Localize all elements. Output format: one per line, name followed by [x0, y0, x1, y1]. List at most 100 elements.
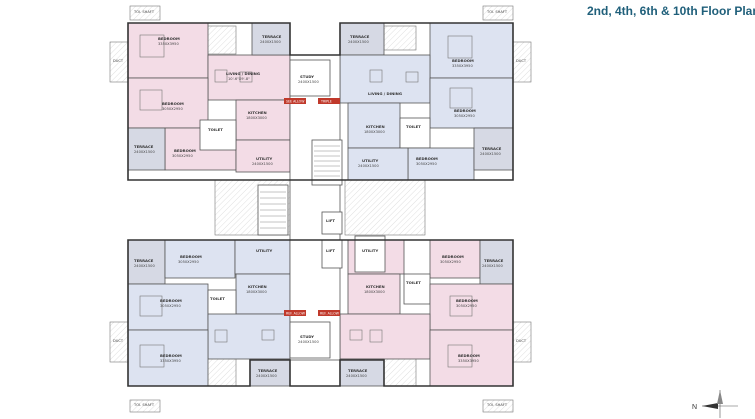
svg-text:TOI. SHAFT: TOI. SHAFT: [133, 403, 155, 407]
bedroom-room: [164, 239, 236, 279]
svg-text:TOILET: TOILET: [406, 280, 421, 285]
svg-text:DUCT: DUCT: [516, 339, 527, 343]
kitchen-room: [347, 102, 401, 149]
svg-text:3350X3950: 3350X3950: [160, 359, 181, 363]
svg-text:TOILET: TOILET: [208, 127, 223, 132]
svg-text:DUCT: DUCT: [113, 59, 124, 63]
shaft-boxes: [109, 5, 532, 413]
svg-text:KITCHEN: KITCHEN: [248, 284, 267, 289]
bedroom-room: [429, 283, 514, 331]
bedroom-room: [127, 22, 209, 79]
svg-text:UTILITY: UTILITY: [256, 248, 273, 253]
svg-text:TERRACE: TERRACE: [482, 146, 502, 151]
svg-text:DUCT: DUCT: [113, 339, 124, 343]
svg-text:BEDROOM: BEDROOM: [416, 156, 438, 161]
svg-text:REF. ALLOW: REF. ALLOW: [286, 312, 306, 316]
svg-text:2400X1500: 2400X1500: [298, 80, 319, 84]
terrace-room: [251, 22, 291, 56]
living-room: [339, 313, 431, 360]
svg-text:BEDROOM: BEDROOM: [158, 36, 180, 41]
svg-text:TERRACE: TERRACE: [262, 34, 282, 39]
svg-text:UTILITY: UTILITY: [362, 248, 379, 253]
svg-text:3050X2950: 3050X2950: [440, 260, 461, 264]
svg-text:KITCHEN: KITCHEN: [248, 110, 267, 115]
terrace-room: [339, 22, 385, 56]
svg-text:KITCHEN: KITCHEN: [366, 284, 385, 289]
svg-text:BEDROOM: BEDROOM: [442, 254, 464, 259]
svg-text:3050X2950: 3050X2950: [172, 154, 193, 158]
study-room: [289, 59, 331, 97]
svg-text:3050X2950: 3050X2950: [456, 304, 477, 308]
svg-text:3050X2950: 3050X2950: [160, 304, 181, 308]
svg-text:BEDROOM: BEDROOM: [160, 353, 182, 358]
svg-text:SEE ALLOW: SEE ALLOW: [286, 100, 305, 104]
outer-walls: [127, 22, 514, 387]
bedroom-room: [429, 329, 514, 387]
svg-text:TERRACE: TERRACE: [134, 258, 154, 263]
apartment-top-right: [339, 22, 514, 181]
terrace-room: [339, 358, 385, 387]
living-room: [339, 54, 431, 104]
building-core: [257, 54, 386, 361]
toilet-room: [199, 119, 237, 151]
svg-text:N: N: [692, 404, 697, 411]
bedroom-room: [429, 22, 514, 79]
svg-text:TRIPLE: TRIPLE: [320, 100, 332, 104]
svg-text:2400X1500: 2400X1500: [256, 374, 277, 378]
tag-labels: SEE ALLOW TRIPLE REF. ALLOW REF. ALLOW: [284, 98, 340, 316]
kitchen-room: [347, 273, 401, 315]
svg-text:TERRACE: TERRACE: [134, 144, 154, 149]
svg-text:UTILITY: UTILITY: [256, 156, 273, 161]
svg-text:UTILITY: UTILITY: [362, 158, 379, 163]
utility-room: [347, 147, 409, 181]
svg-text:10'-6"X9'-8": 10'-6"X9'-8": [228, 77, 250, 81]
stair-treads: [260, 145, 340, 229]
svg-text:STUDY: STUDY: [300, 74, 314, 79]
svg-text:REF. ALLOW: REF. ALLOW: [320, 312, 340, 316]
svg-text:2400X1500: 2400X1500: [134, 150, 155, 154]
terrace-room: [249, 358, 291, 387]
svg-text:LIVING / DINING: LIVING / DINING: [226, 71, 260, 76]
compass-icon: N: [692, 390, 738, 418]
svg-text:2400X1500: 2400X1500: [134, 264, 155, 268]
svg-text:LIVING / DINING: LIVING / DINING: [368, 91, 402, 96]
terrace-room: [127, 127, 166, 171]
svg-text:LIFT: LIFT: [326, 248, 335, 253]
lift-shaft: [321, 239, 343, 269]
svg-text:BEDROOM: BEDROOM: [458, 353, 480, 358]
svg-text:3350X3950: 3350X3950: [452, 64, 473, 68]
svg-text:STUDY: STUDY: [300, 334, 314, 339]
svg-text:TOILET: TOILET: [406, 124, 421, 129]
terrace-room: [473, 127, 514, 171]
svg-text:TOILET: TOILET: [210, 296, 225, 301]
svg-text:1800X3000: 1800X3000: [364, 130, 385, 134]
svg-text:2400X1500: 2400X1500: [260, 40, 281, 44]
study-room: [289, 321, 331, 359]
terrace-room: [479, 239, 514, 285]
lift-lobby: [354, 235, 386, 273]
svg-text:1800X3000: 1800X3000: [246, 290, 267, 294]
svg-text:BEDROOM: BEDROOM: [452, 58, 474, 63]
furniture: [139, 34, 473, 368]
svg-text:2400X1500: 2400X1500: [252, 162, 273, 166]
svg-text:BEDROOM: BEDROOM: [454, 108, 476, 113]
lift-shaft: [321, 211, 343, 235]
utility-room: [234, 239, 291, 275]
svg-text:BEDROOM: BEDROOM: [456, 298, 478, 303]
svg-text:BEDROOM: BEDROOM: [160, 298, 182, 303]
svg-text:2400X1500: 2400X1500: [358, 164, 379, 168]
svg-text:BEDROOM: BEDROOM: [180, 254, 202, 259]
svg-text:3050X2950: 3050X2950: [416, 162, 437, 166]
svg-text:BEDROOM: BEDROOM: [162, 101, 184, 106]
living-room: [207, 313, 291, 360]
svg-text:1800X3000: 1800X3000: [364, 290, 385, 294]
svg-text:TERRACE: TERRACE: [484, 258, 504, 263]
svg-text:2400X1500: 2400X1500: [348, 40, 369, 44]
toilet-room: [399, 117, 431, 149]
bedroom-room: [127, 77, 209, 129]
floor-plan-title: 2nd, 4th, 6th & 10th Floor Plan: [587, 4, 755, 18]
svg-text:TOI. SHAFT: TOI. SHAFT: [133, 10, 155, 14]
kitchen-room: [235, 273, 291, 315]
svg-text:TERRACE: TERRACE: [258, 368, 278, 373]
